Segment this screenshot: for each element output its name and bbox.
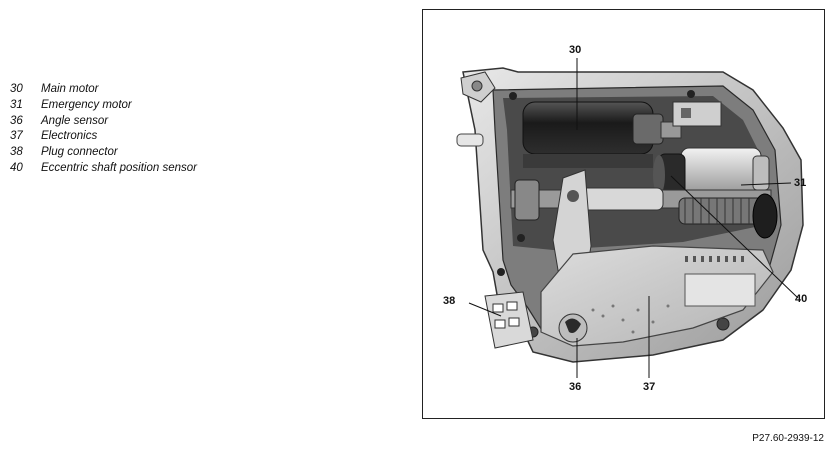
legend-number: 38 — [10, 146, 23, 159]
callout-31: 31 — [794, 177, 807, 189]
legend-number: 37 — [10, 130, 23, 143]
legend-label: Angle sensor — [41, 114, 109, 127]
callout-37: 37 — [643, 381, 656, 393]
legend-number: 31 — [10, 98, 23, 111]
angle-sensor — [558, 313, 588, 343]
legend-label: Emergency motor — [41, 98, 132, 111]
worm-gear — [678, 197, 764, 225]
legend-item: 38 Plug connector — [10, 145, 197, 161]
legend-label: Eccentric shaft position sensor — [41, 161, 197, 174]
actuator-illustration: 30 31 40 38 36 37 — [422, 9, 825, 419]
legend-label: Plug connector — [41, 146, 118, 159]
legend-list: 30 Main motor 31 Emergency motor 36 Angle s… — [10, 82, 197, 177]
legend-number: 36 — [10, 114, 23, 127]
legend-item: 37 Electronics — [10, 129, 197, 145]
electronics-board — [540, 245, 774, 347]
leader-lines — [468, 58, 799, 378]
legend-item: 30 Main motor — [10, 82, 197, 98]
guide-pin — [456, 133, 484, 147]
legend-item: 36 Angle sensor — [10, 114, 197, 130]
figure-reference-code: P27.60-2939-12 — [752, 433, 824, 444]
callout-36: 36 — [569, 381, 582, 393]
legend-label: Electronics — [41, 130, 98, 143]
legend-item: 31 Emergency motor — [10, 98, 197, 114]
callout-40: 40 — [795, 293, 808, 305]
legend-item: 40 Eccentric shaft position sensor — [10, 161, 197, 177]
legend-number: 30 — [10, 83, 23, 95]
callout-38: 38 — [443, 295, 456, 307]
plug-connector — [484, 291, 534, 349]
legend-label: Main motor — [41, 83, 99, 95]
callout-30: 30 — [569, 44, 582, 56]
legend-number: 40 — [10, 161, 23, 174]
actuator-drawing — [456, 58, 804, 378]
